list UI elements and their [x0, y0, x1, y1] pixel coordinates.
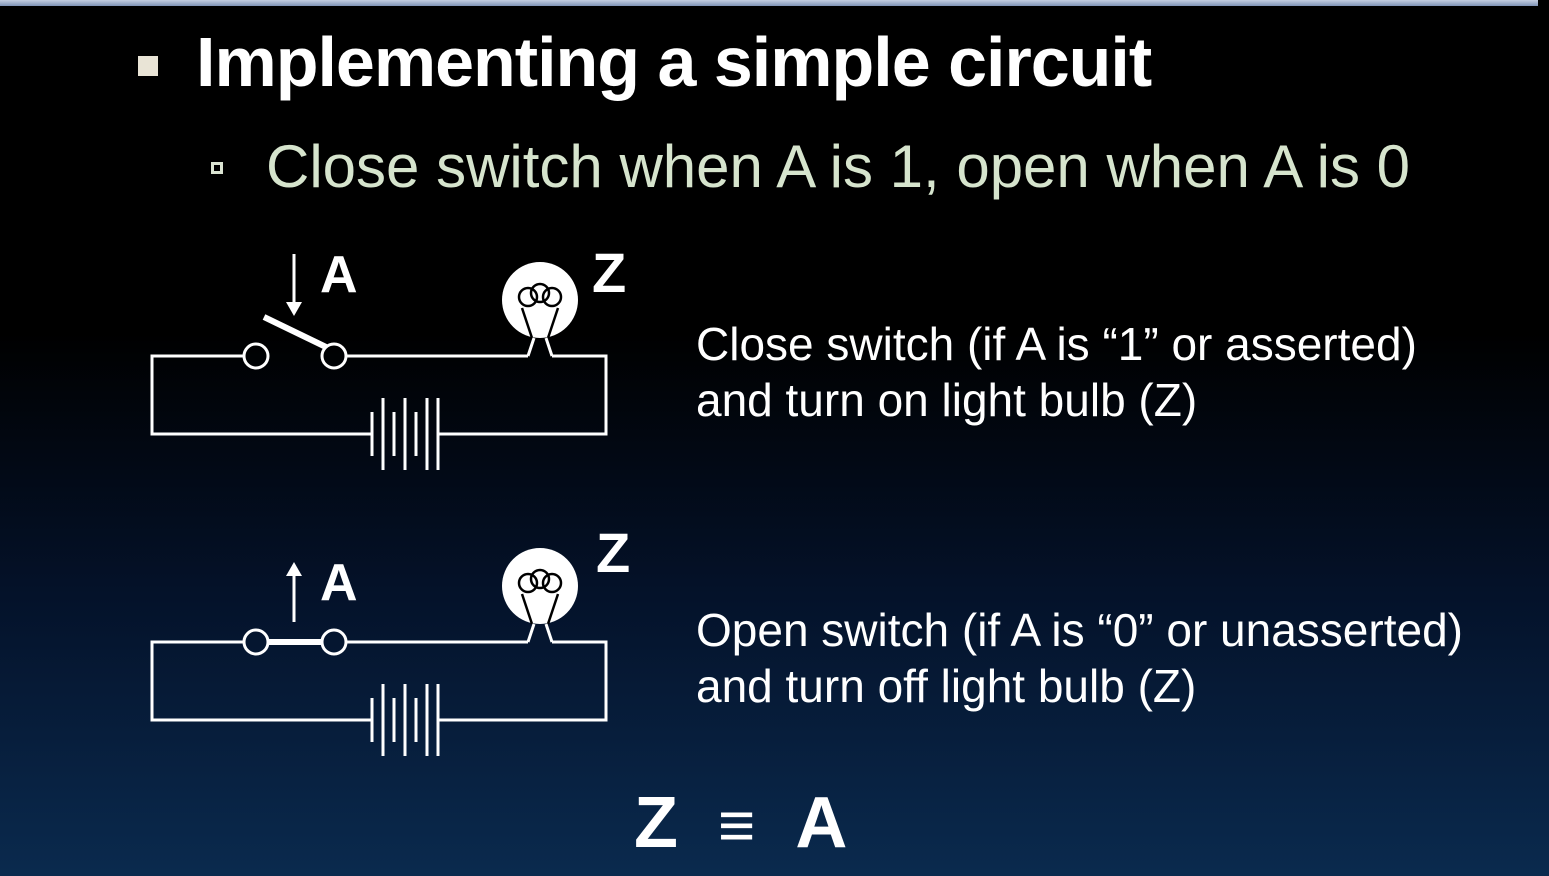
- battery-icon: [370, 398, 440, 470]
- wire-right-loop: [438, 640, 608, 722]
- output-label-z: Z: [592, 241, 626, 304]
- wire-left-loop: [150, 640, 372, 722]
- closed-case-description: Close switch (if A is “1” or asserted) a…: [696, 316, 1417, 428]
- equation-right: A: [795, 783, 848, 863]
- light-bulb-off-icon: [502, 548, 578, 643]
- closed-description-line1: Close switch (if A is “1” or asserted): [696, 318, 1417, 370]
- output-label-z: Z: [596, 521, 630, 584]
- switch-lever: [262, 314, 328, 350]
- switch-terminal-left: [242, 342, 270, 370]
- closed-description-line2: and turn on light bulb (Z): [696, 374, 1198, 426]
- switch-terminal-right: [320, 628, 348, 656]
- open-switch-circuit: A Z: [150, 521, 630, 756]
- logic-equation: Z ≡ A: [634, 782, 847, 864]
- switch-terminal-right: [320, 342, 348, 370]
- bullet-square-icon: [138, 56, 158, 76]
- slide-title: Implementing a simple circuit: [196, 23, 1152, 101]
- open-description-line2: and turn off light bulb (Z): [696, 660, 1197, 712]
- battery-icon: [370, 684, 440, 756]
- arrow-head-down-icon: [286, 302, 302, 316]
- open-case-description: Open switch (if A is “0” or unasserted) …: [696, 602, 1463, 714]
- wire-left-loop: [150, 354, 372, 436]
- closed-switch-circuit: A Z: [150, 241, 626, 470]
- slide-subtitle: Close switch when A is 1, open when A is…: [266, 133, 1411, 200]
- equation-left: Z: [634, 783, 678, 863]
- wire-right-loop: [438, 354, 608, 436]
- open-description-line1: Open switch (if A is “0” or unasserted): [696, 604, 1463, 656]
- switch-terminal-left: [242, 628, 270, 656]
- arrow-head-up-icon: [286, 562, 302, 576]
- input-label-a: A: [320, 554, 358, 612]
- sub-bullet-square-icon: [211, 162, 223, 174]
- input-label-a: A: [320, 246, 358, 304]
- top-border: [0, 0, 1538, 6]
- equivalence-symbol: ≡: [717, 789, 756, 861]
- light-bulb-on-icon: [502, 262, 578, 357]
